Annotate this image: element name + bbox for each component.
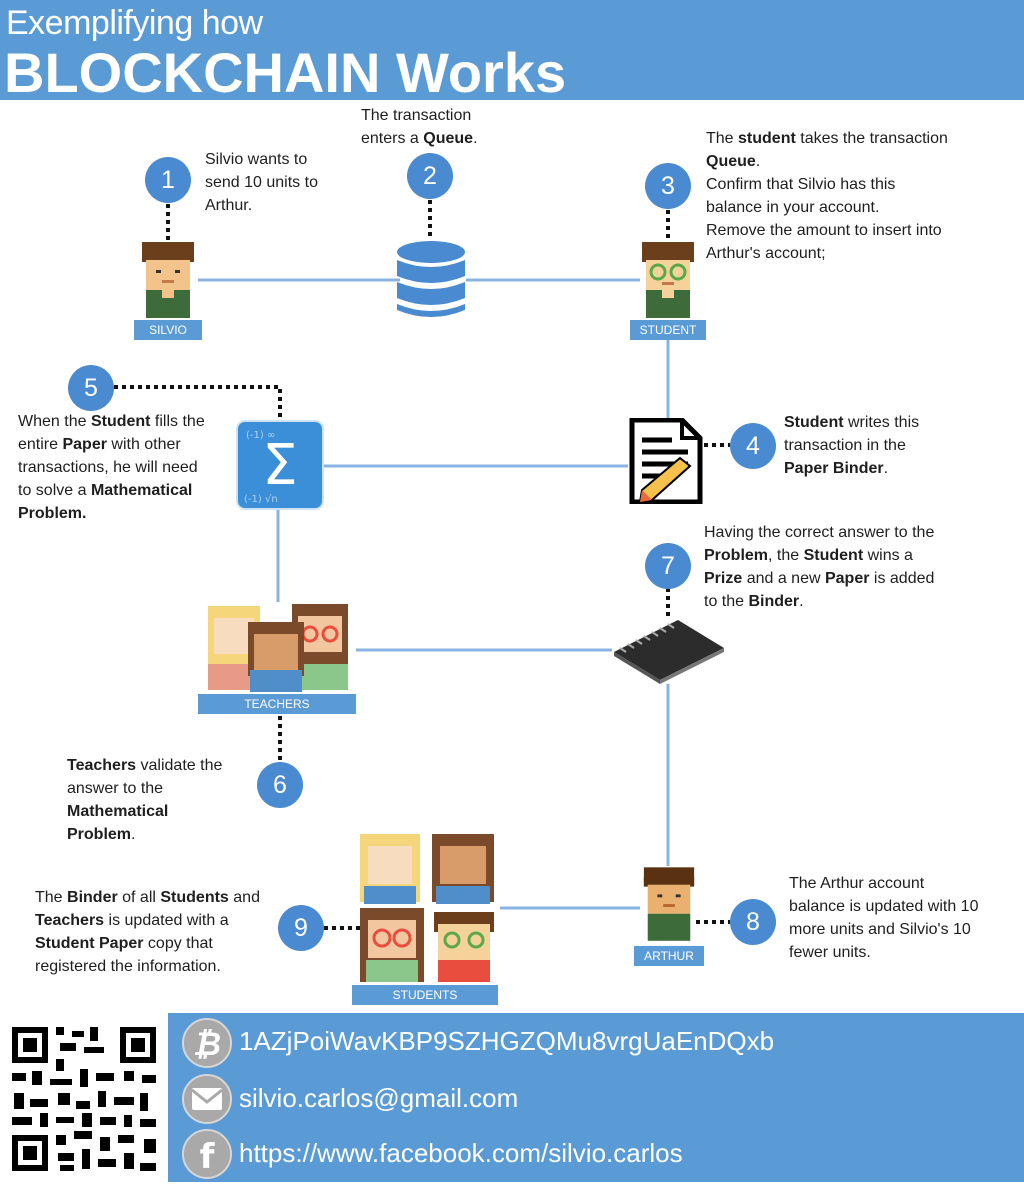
teachers-avatar-group — [208, 604, 348, 692]
facebook-icon: f — [182, 1129, 232, 1179]
header-subtitle: Exemplifying how — [6, 4, 263, 42]
step-8-badge: 8 — [730, 899, 776, 945]
step-3-badge: 3 — [645, 163, 691, 209]
step-1-badge: 1 — [145, 157, 191, 203]
step-9-badge: 9 — [278, 905, 324, 951]
paper-pencil-icon — [629, 418, 703, 504]
step-2-badge: 2 — [407, 153, 453, 199]
student-label: STUDENT — [630, 320, 706, 340]
email-link[interactable]: silvio.carlos@gmail.com — [239, 1083, 519, 1113]
students-avatar-group — [360, 834, 494, 982]
facebook-link[interactable]: https://www.facebook.com/silvio.carlos — [239, 1138, 683, 1168]
header-title: BLOCKCHAIN Works — [4, 41, 567, 104]
student-avatar — [642, 242, 694, 318]
svg-text:(-1) √n: (-1) √n — [244, 494, 278, 505]
students-label: STUDENTS — [352, 985, 498, 1005]
notebook-icon — [614, 620, 724, 684]
bitcoin-address[interactable]: 1AZjPoiWavKBP9SZHGZQMu8vrgUaEnDQxb — [239, 1026, 775, 1056]
silvio-label: SILVIO — [134, 320, 202, 340]
sigma-icon: Σ (-1) ∞ (-1) √n — [236, 420, 324, 510]
qr-code-icon — [0, 1013, 168, 1182]
connector-lines — [114, 200, 730, 930]
header-banner: Exemplifying how BLOCKCHAIN Works — [0, 0, 1024, 104]
silvio-avatar — [142, 242, 194, 318]
arthur-avatar — [643, 867, 695, 941]
step-6-badge: 6 — [257, 762, 303, 808]
email-icon — [182, 1074, 232, 1124]
database-icon — [397, 241, 465, 317]
footer-banner — [0, 1013, 1024, 1182]
arthur-label: ARTHUR — [634, 946, 704, 966]
step-5-badge: 5 — [68, 365, 114, 411]
step-4-badge: 4 — [730, 423, 776, 469]
svg-text:f: f — [200, 1137, 216, 1177]
qr-code — [0, 1013, 168, 1182]
bitcoin-icon: ₿ — [182, 1018, 232, 1068]
svg-text:₿: ₿ — [193, 1025, 221, 1063]
teachers-label: TEACHERS — [198, 694, 356, 714]
svg-text:Σ: Σ — [262, 433, 297, 498]
svg-text:(-1) ∞: (-1) ∞ — [246, 430, 275, 441]
dots-5 — [114, 385, 282, 418]
step-7-badge: 7 — [645, 543, 691, 589]
